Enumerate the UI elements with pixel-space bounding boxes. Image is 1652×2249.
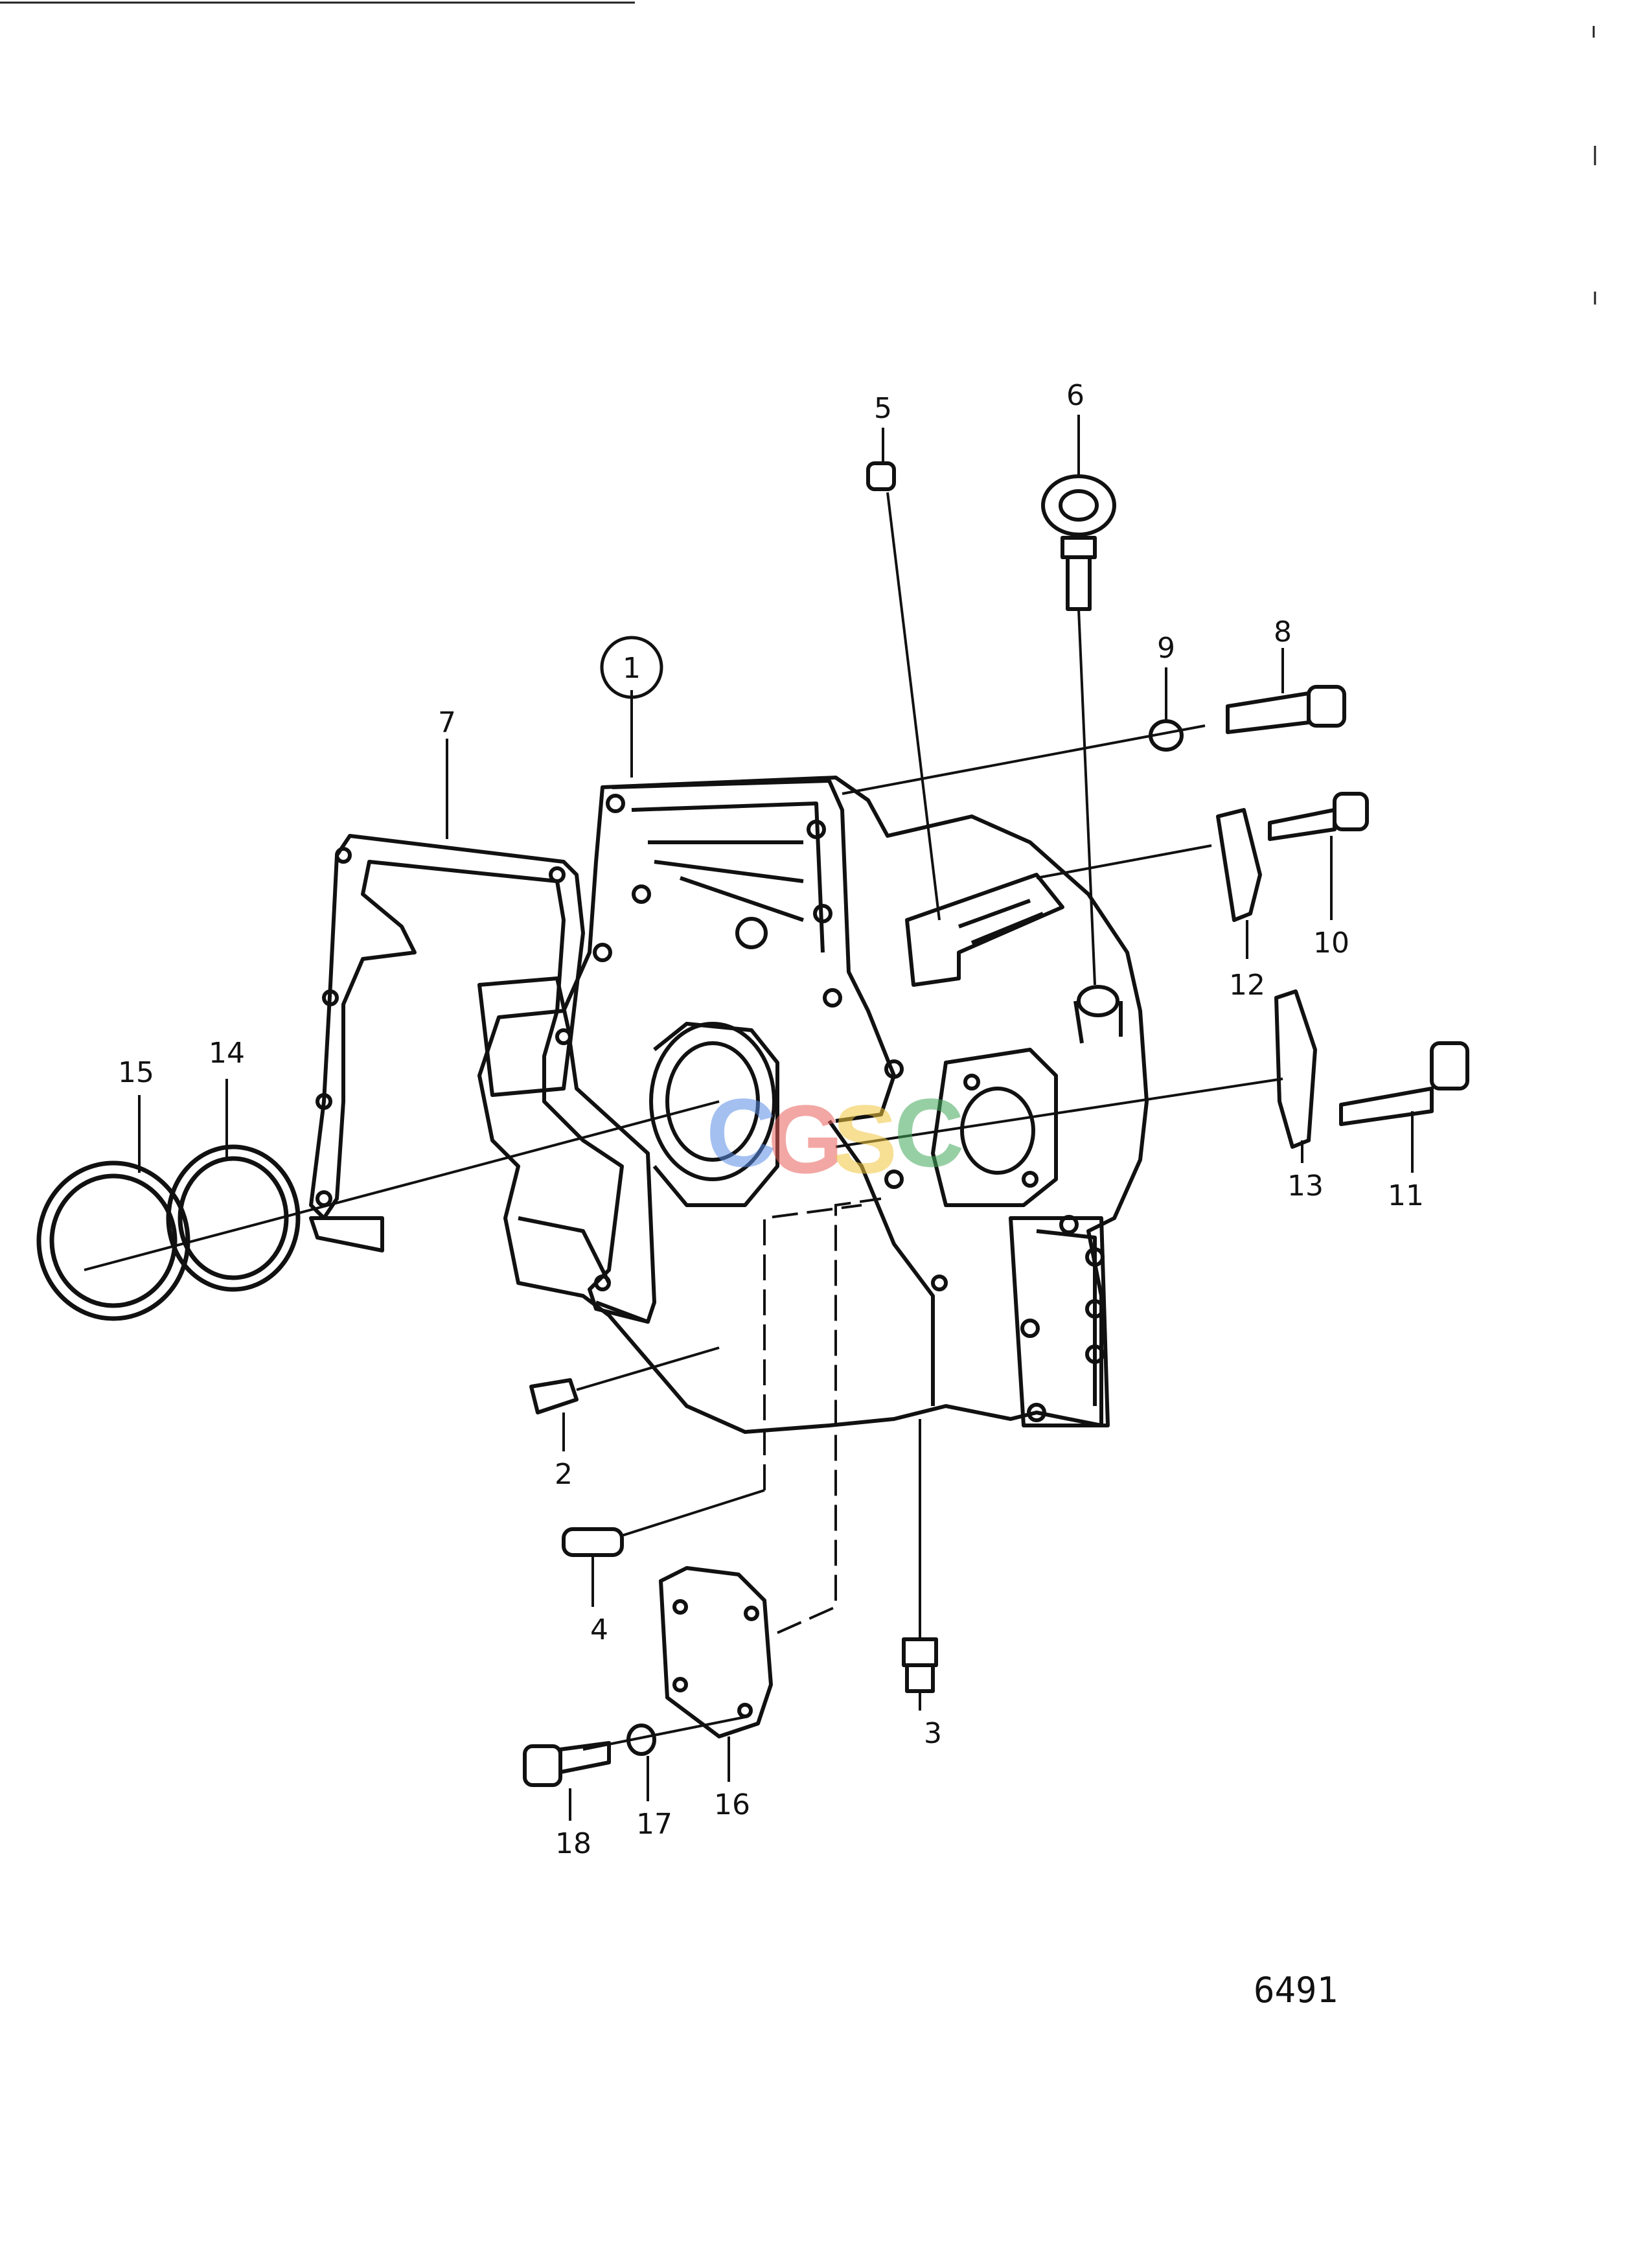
label-4: 4 bbox=[590, 1613, 608, 1646]
label-6: 6 bbox=[1066, 379, 1084, 412]
seal-rings bbox=[36, 1144, 301, 1321]
label-17: 17 bbox=[636, 1808, 672, 1841]
label-3: 3 bbox=[924, 1717, 942, 1750]
callout-circle-1 bbox=[600, 636, 663, 699]
gasket-7 bbox=[309, 834, 656, 1324]
watermark-letter-s: S bbox=[832, 1085, 897, 1194]
label-11: 11 bbox=[1388, 1179, 1424, 1212]
label-10: 10 bbox=[1313, 927, 1349, 960]
fasteners bbox=[523, 461, 1469, 1787]
label-14: 14 bbox=[209, 1037, 245, 1070]
flywheel-housing bbox=[477, 776, 1149, 1434]
page-edge-marks bbox=[0, 1, 1596, 305]
watermark-letter-c: C bbox=[706, 1078, 776, 1187]
label-5: 5 bbox=[874, 392, 892, 425]
label-7: 7 bbox=[438, 706, 456, 739]
watermark-letter-c2: C bbox=[894, 1078, 964, 1187]
label-1: 1 bbox=[623, 652, 641, 685]
label-9: 9 bbox=[1157, 632, 1175, 665]
watermark-letter-g: G bbox=[768, 1085, 843, 1194]
watermark-logo: C G S C bbox=[706, 1078, 964, 1194]
label-12: 12 bbox=[1229, 969, 1265, 1002]
label-13: 13 bbox=[1287, 1170, 1324, 1203]
label-8: 8 bbox=[1274, 616, 1292, 649]
diagram-reference-code: 6491 bbox=[1254, 1970, 1338, 2011]
label-leaders bbox=[138, 415, 1414, 1821]
label-16: 16 bbox=[714, 1788, 750, 1821]
part-labels: 1 2 3 4 5 6 7 8 9 10 11 12 13 14 15 16 1… bbox=[118, 379, 1424, 1860]
label-18: 18 bbox=[555, 1827, 591, 1860]
assembly-lines bbox=[84, 492, 1283, 1751]
label-15: 15 bbox=[118, 1056, 154, 1089]
label-2: 2 bbox=[555, 1458, 573, 1491]
